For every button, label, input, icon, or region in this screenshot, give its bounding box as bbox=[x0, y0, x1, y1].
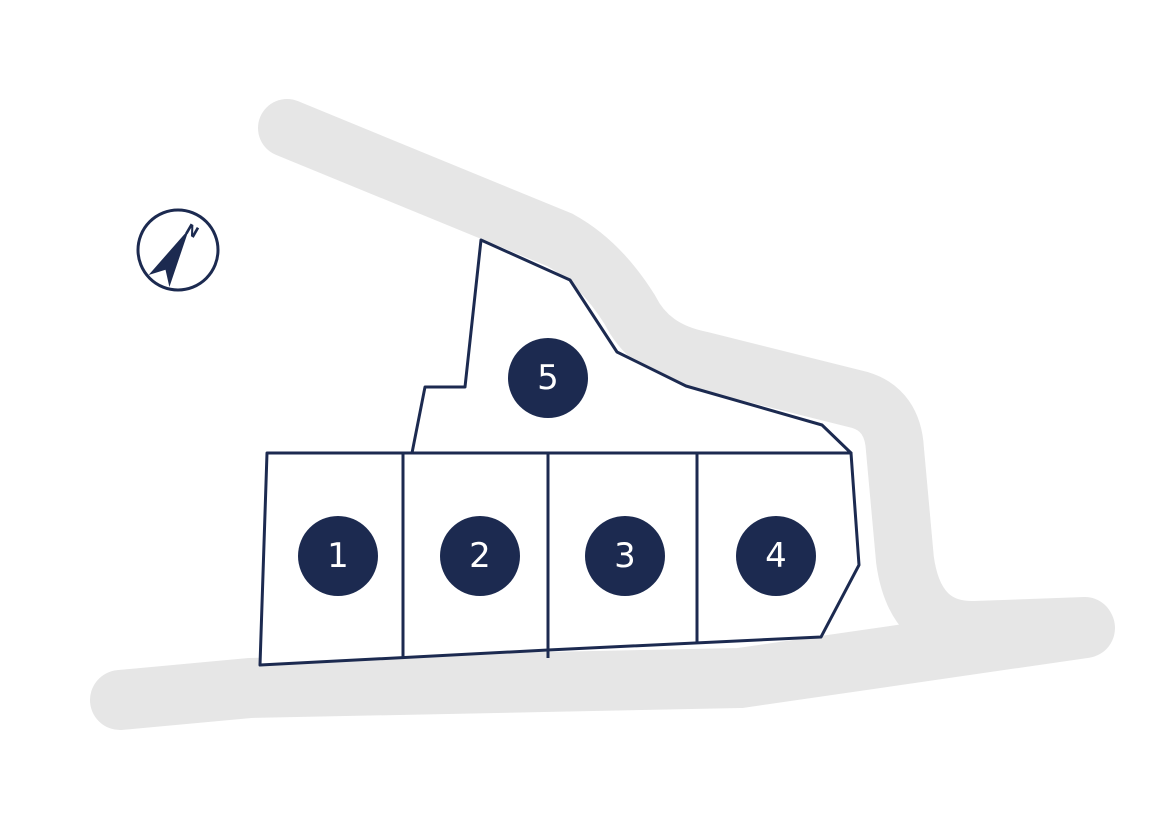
compass: N bbox=[136, 208, 220, 292]
lot-5-badge bbox=[508, 338, 588, 418]
lots bbox=[258, 238, 861, 667]
lot-2-badge bbox=[440, 516, 520, 596]
lot-4-label: 4 bbox=[765, 536, 787, 576]
lot-1-label: 1 bbox=[327, 536, 349, 576]
lot-5-marker[interactable]: 5 bbox=[508, 338, 588, 418]
lot-3-label: 3 bbox=[614, 536, 636, 576]
lot-4-marker[interactable]: 4 bbox=[736, 516, 816, 596]
roads bbox=[90, 99, 1115, 730]
road-upper-right bbox=[258, 99, 1114, 659]
lot-1-badge bbox=[298, 516, 378, 596]
north-needle bbox=[148, 229, 189, 287]
lot-1-marker[interactable]: 1 bbox=[298, 516, 378, 596]
lot-4-badge bbox=[736, 516, 816, 596]
north-arrow-icon bbox=[148, 229, 189, 287]
lot-2-marker[interactable]: 2 bbox=[440, 516, 520, 596]
lot-2-label: 2 bbox=[469, 536, 491, 576]
road-bottom bbox=[90, 598, 1115, 730]
lot-5-label: 5 bbox=[537, 358, 559, 398]
lot-3-marker[interactable]: 3 bbox=[585, 516, 665, 596]
lots-1-4-boundary bbox=[258, 451, 861, 667]
lot-markers: 1 2 3 4 5 bbox=[298, 338, 816, 596]
lot-3-badge bbox=[585, 516, 665, 596]
